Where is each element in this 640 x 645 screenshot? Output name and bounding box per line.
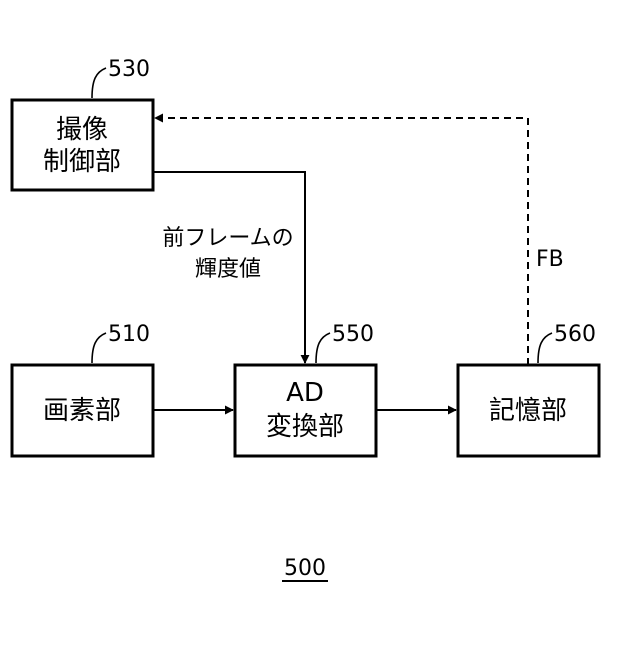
pixel-block: 画素部 510 <box>12 322 153 456</box>
previous-frame-label-line2: 輝度値 <box>195 257 261 282</box>
ad-converter-leader <box>316 333 330 363</box>
memory-label: 記憶部 <box>489 396 567 426</box>
memory-block: 記憶部 560 <box>458 322 599 456</box>
pixel-ref: 510 <box>108 322 150 347</box>
feedback-label: FB <box>536 247 564 272</box>
memory-leader <box>538 333 552 363</box>
imaging-control-label-line2: 制御部 <box>43 147 121 177</box>
previous-frame-label-line1: 前フレームの <box>162 226 293 251</box>
imaging-control-leader <box>92 68 106 98</box>
ad-converter-ref: 550 <box>332 322 374 347</box>
ad-converter-label-line2: 変換部 <box>266 412 344 442</box>
figure-number: 500 <box>282 556 328 581</box>
ad-converter-label-line1: AD <box>286 378 324 408</box>
imaging-control-label-line1: 撮像 <box>56 115 108 145</box>
imaging-control-block: 撮像 制御部 530 <box>12 57 153 190</box>
memory-ref: 560 <box>554 322 596 347</box>
pixel-label: 画素部 <box>43 396 121 426</box>
imaging-control-ref: 530 <box>108 57 150 82</box>
pixel-leader <box>92 333 106 363</box>
figure-number-text: 500 <box>284 556 326 581</box>
